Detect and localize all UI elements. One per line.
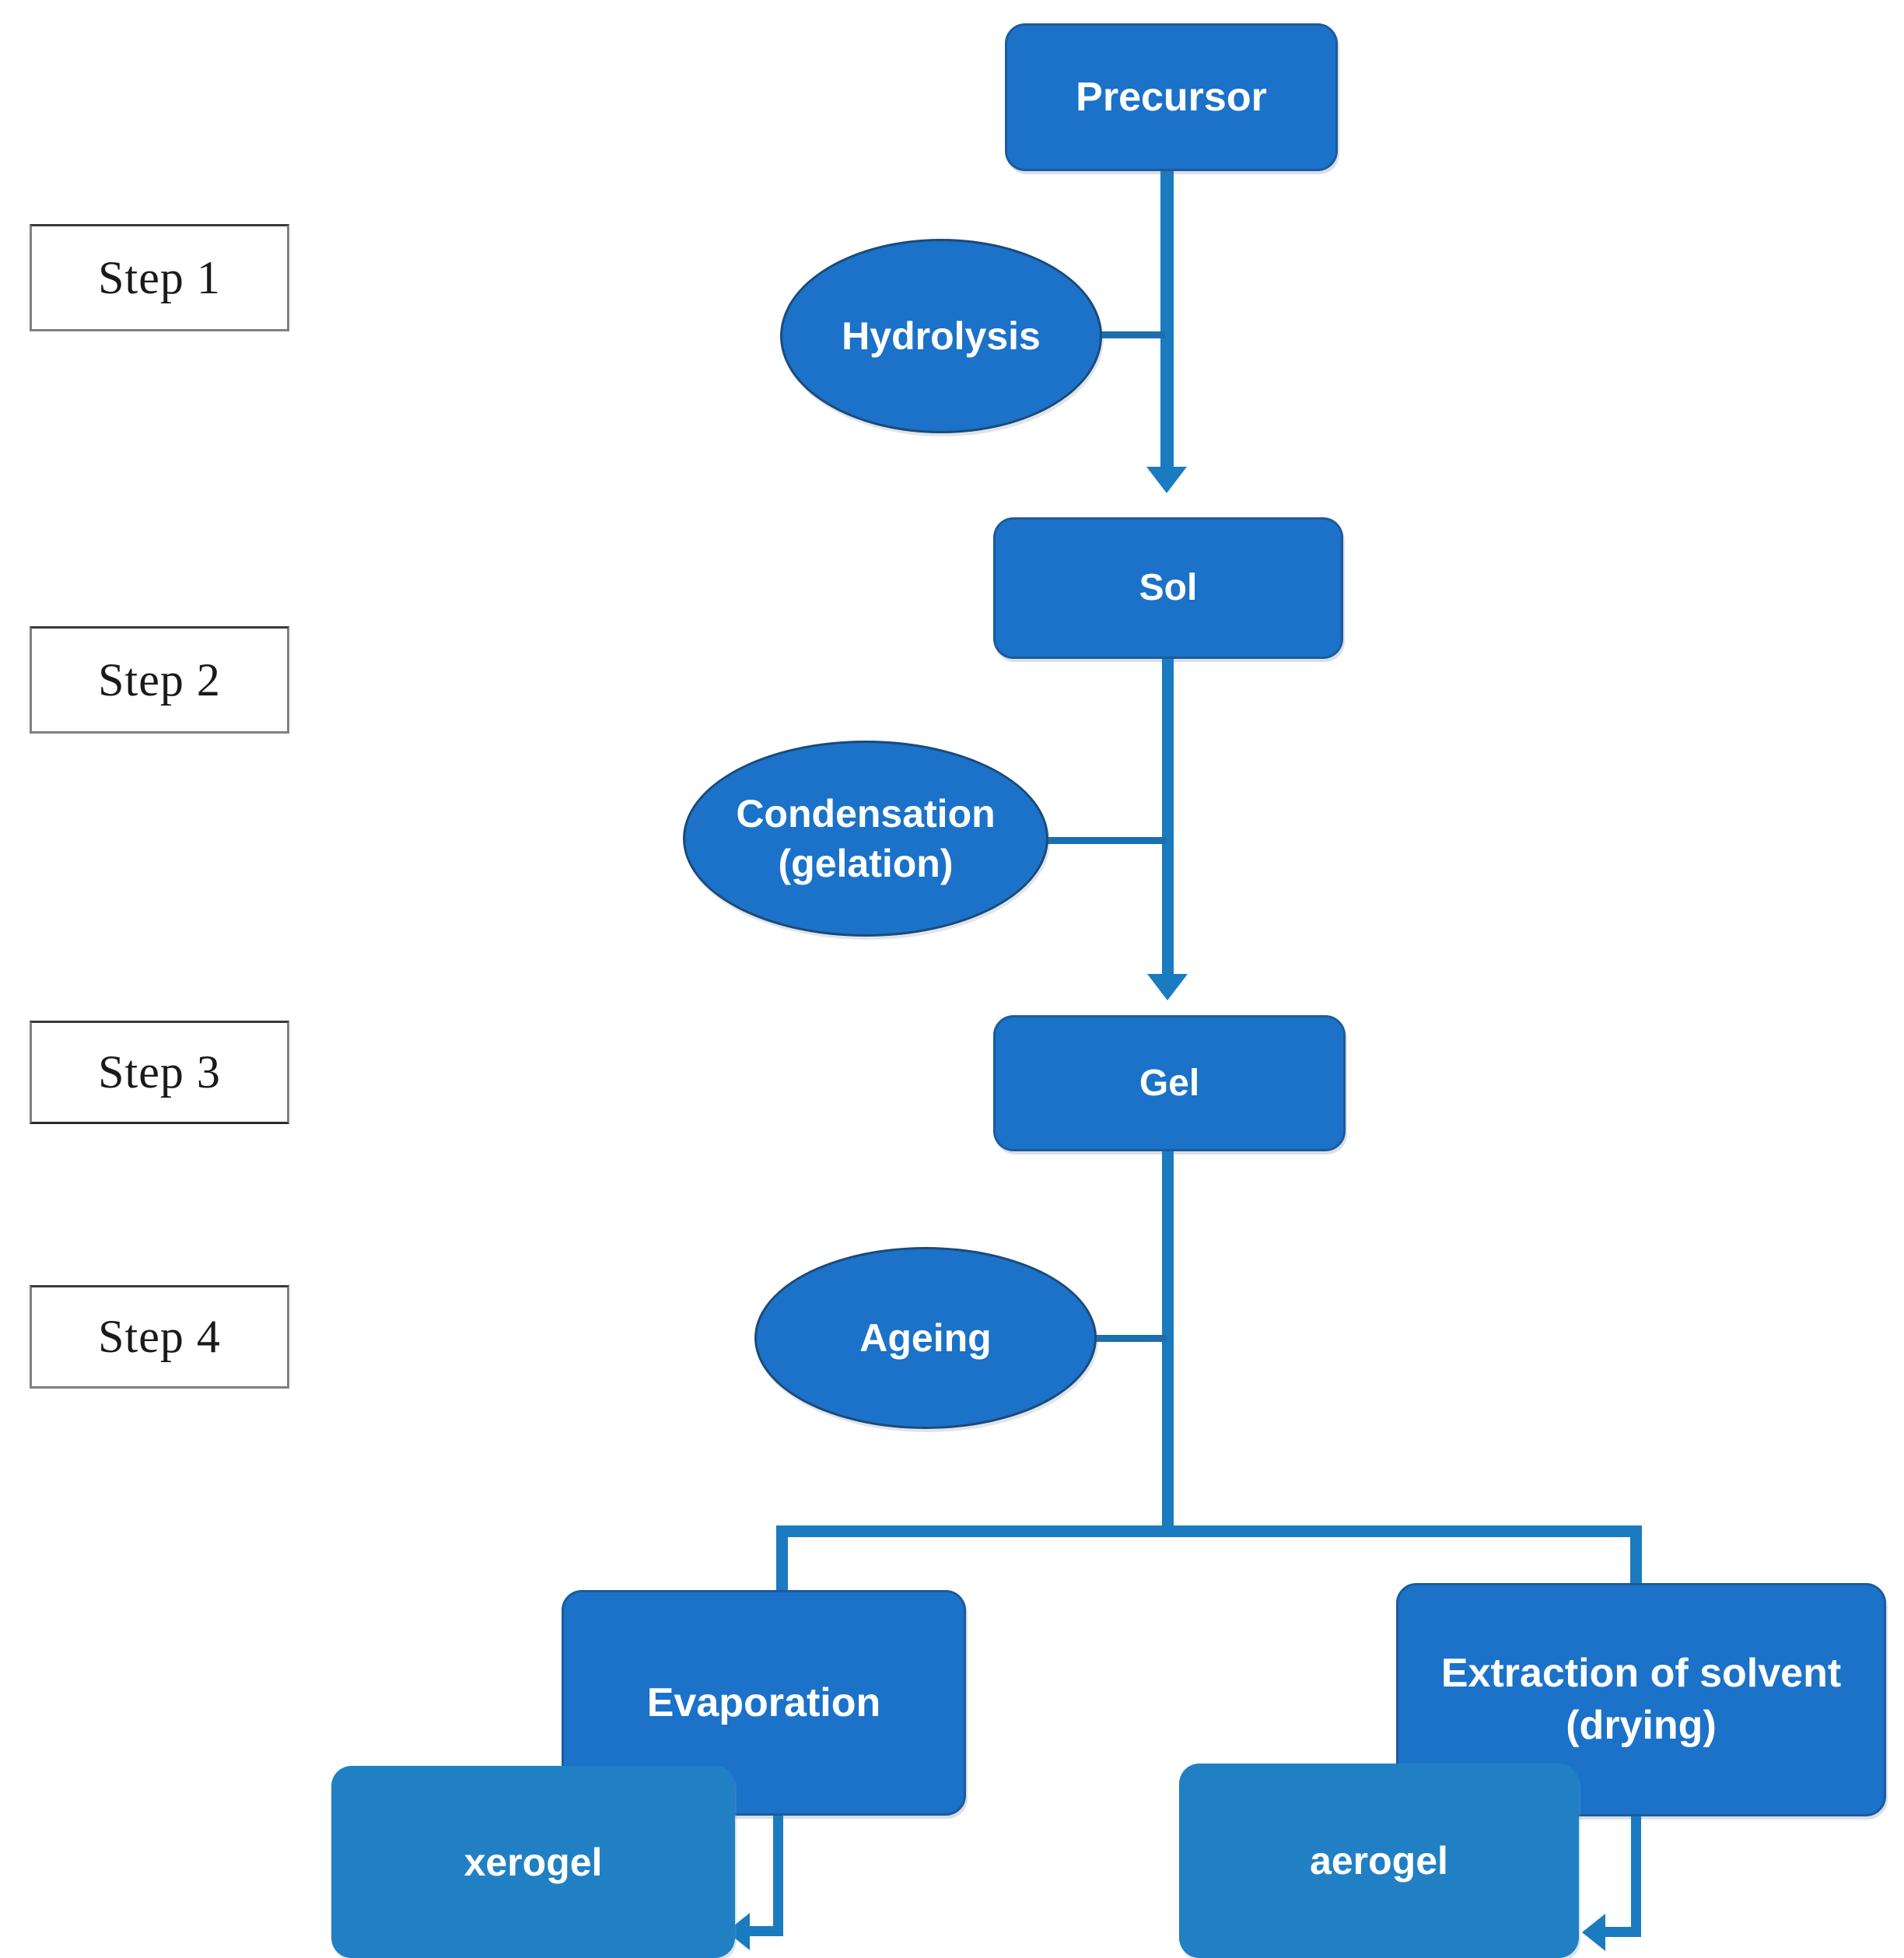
step-label-3: Step 3 — [98, 1046, 221, 1098]
connector-branch-bar — [776, 1525, 1642, 1537]
node-ageing[interactable]: Ageing — [754, 1247, 1097, 1429]
step-label-2: Step 2 — [98, 653, 221, 706]
node-xerogel-label: xerogel — [464, 1840, 603, 1884]
node-gel-label: Gel — [1139, 1062, 1200, 1104]
node-sol-label: Sol — [1139, 567, 1198, 609]
step-label-box-4: Step 4 — [30, 1285, 289, 1389]
node-precursor-label: Precursor — [1076, 74, 1267, 120]
connector-gel-to-branch — [1162, 1151, 1174, 1531]
step-label-4: Step 4 — [98, 1311, 221, 1362]
node-extraction-label-line1: Extraction of solvent — [1440, 1651, 1842, 1697]
connector-hydrolysis-stub — [1089, 331, 1165, 338]
connector-sol-to-gel — [1162, 659, 1174, 982]
node-xerogel[interactable]: xerogel — [331, 1766, 735, 1958]
arrowhead-sol-to-gel — [1147, 974, 1188, 1000]
connector-extraction-to-aerogel-horizontal — [1604, 1927, 1641, 1937]
step-label-box-3: Step 3 — [30, 1021, 289, 1124]
step-label-1: Step 1 — [98, 251, 221, 303]
node-precursor[interactable]: Precursor — [1005, 23, 1338, 171]
node-aerogel[interactable]: aerogel — [1179, 1764, 1579, 1958]
node-extraction-label-line2: (drying) — [1566, 1703, 1717, 1748]
connector-evaporation-to-xerogel-vertical — [773, 1816, 783, 1931]
connector-precursor-to-sol — [1160, 170, 1174, 473]
connector-branch-to-evaporation — [776, 1525, 788, 1611]
step-label-box-1: Step 1 — [30, 224, 289, 331]
connector-ageing-stub — [1087, 1335, 1167, 1342]
node-hydrolysis-label: Hydrolysis — [842, 314, 1041, 358]
connector-condensation-stub — [1042, 837, 1167, 844]
connector-extraction-to-aerogel-vertical — [1631, 1816, 1641, 1932]
connector-evaporation-to-xerogel-horizontal — [748, 1926, 783, 1936]
node-aerogel-label: aerogel — [1310, 1839, 1448, 1883]
node-gel[interactable]: Gel — [993, 1015, 1346, 1151]
node-sol[interactable]: Sol — [993, 517, 1343, 659]
step-label-box-2: Step 2 — [30, 626, 289, 734]
node-ageing-label: Ageing — [859, 1316, 992, 1360]
node-evaporation-label: Evaporation — [646, 1680, 881, 1725]
arrowhead-precursor-to-sol — [1146, 467, 1187, 493]
arrowhead-extraction-to-aerogel — [1582, 1914, 1605, 1951]
node-condensation[interactable]: Condensation (gelation) — [683, 741, 1048, 937]
node-condensation-label-line2: (gelation) — [778, 842, 954, 885]
node-hydrolysis[interactable]: Hydrolysis — [780, 239, 1102, 433]
node-condensation-label-line1: Condensation — [736, 792, 996, 835]
